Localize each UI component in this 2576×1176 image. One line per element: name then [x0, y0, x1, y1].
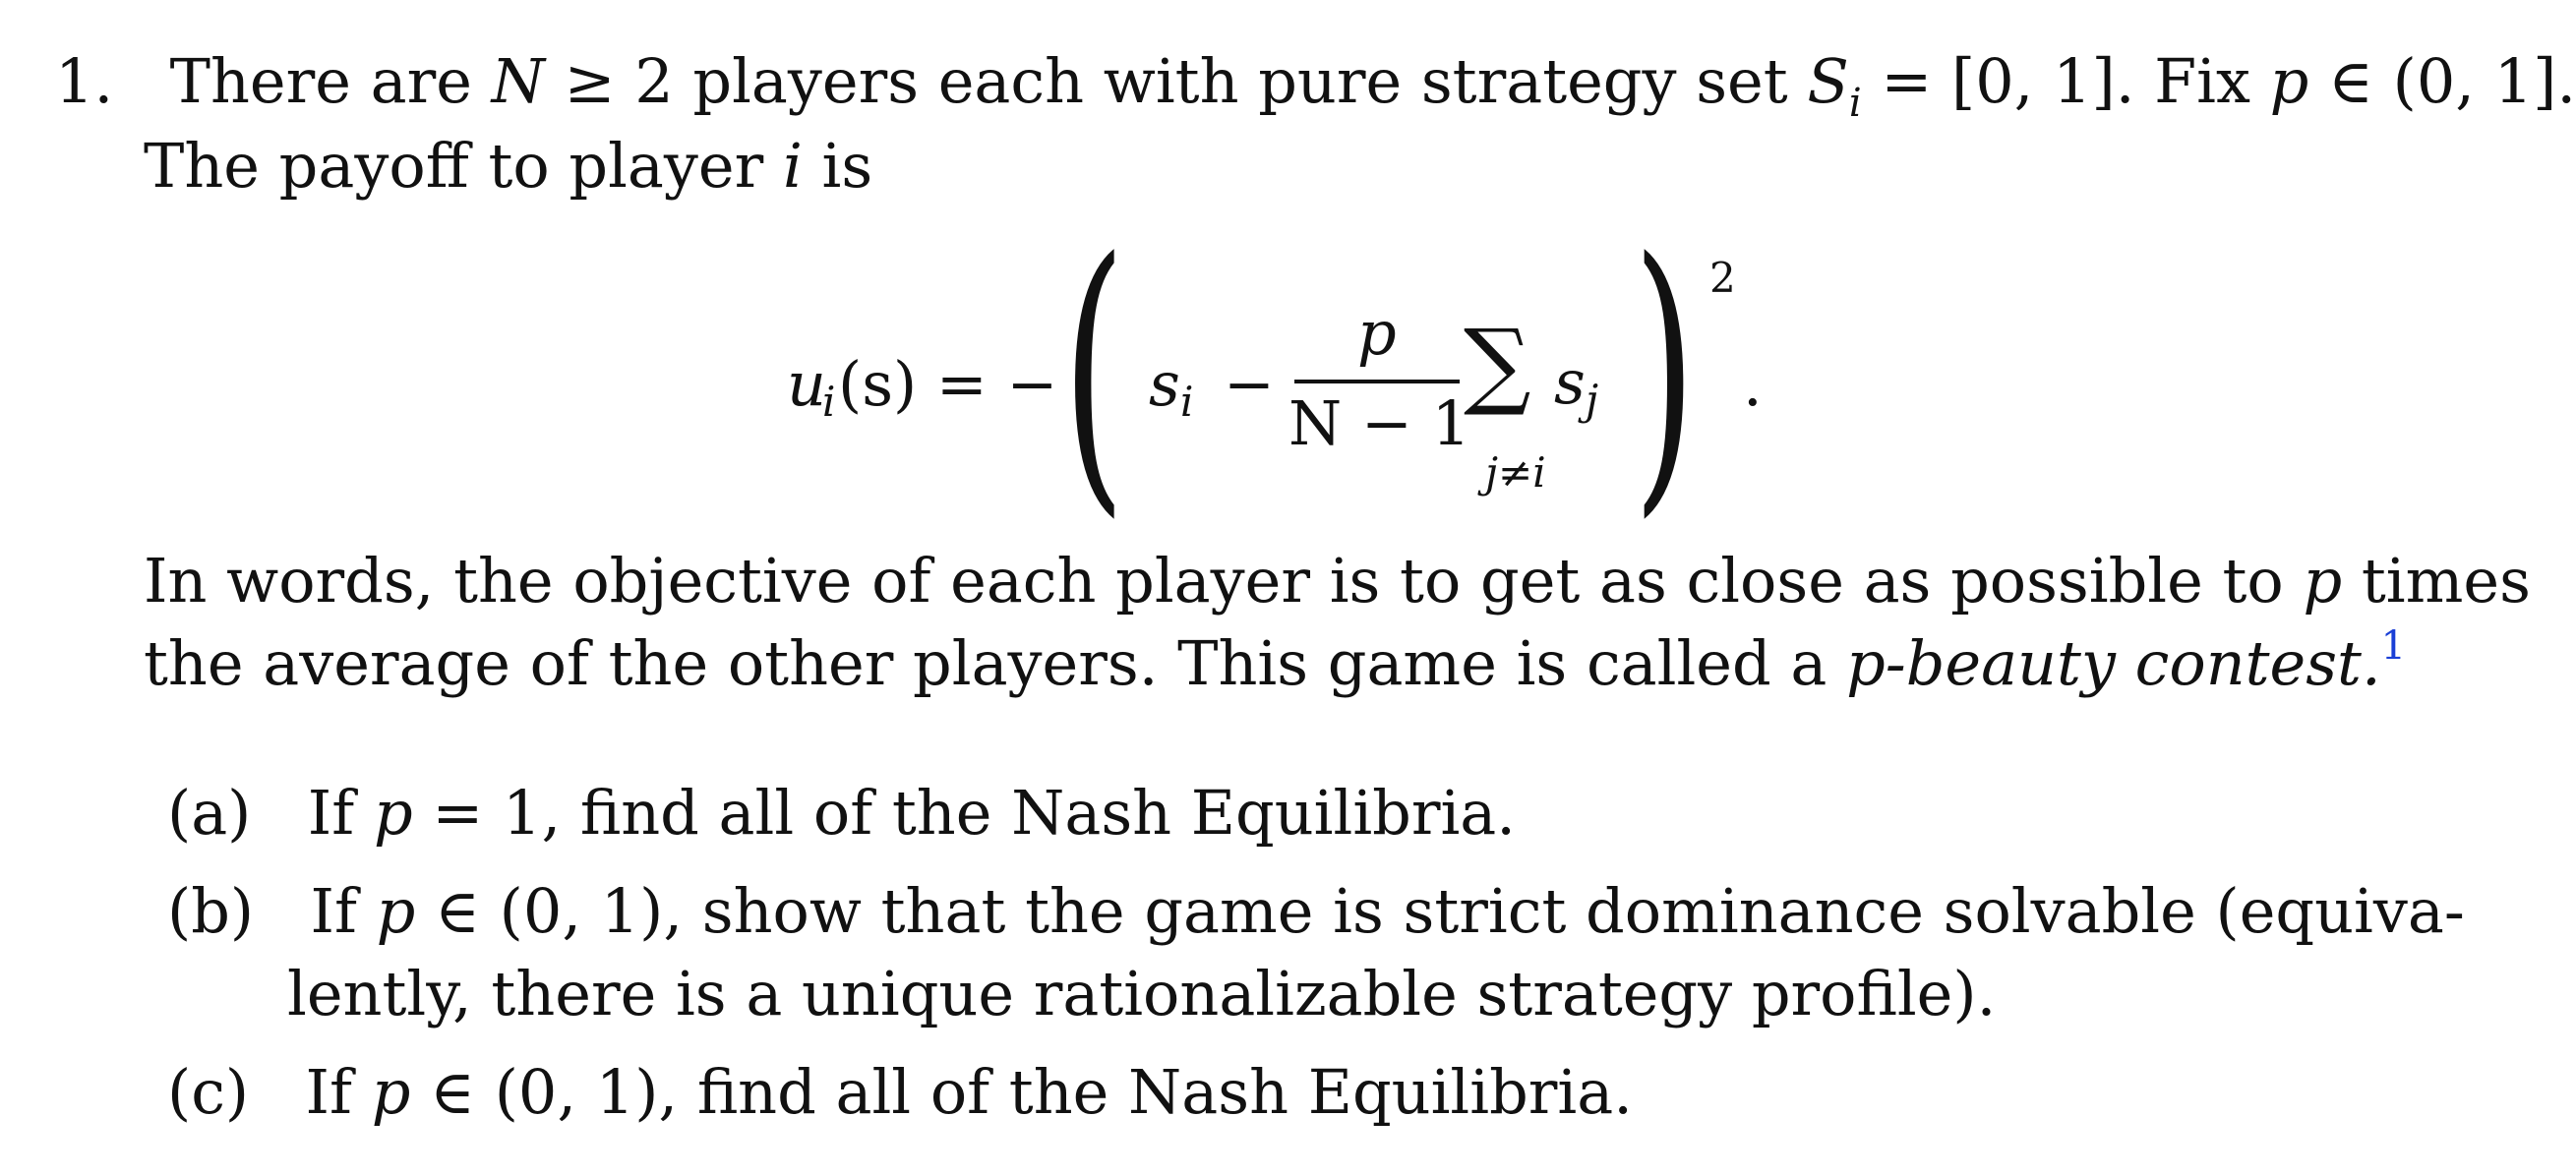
- payoff-equation: u i (s) = − ( s i − p N − 1 ∑ j≠i s j ) …: [767, 224, 1790, 519]
- part-label: (b): [167, 875, 255, 947]
- var-N: N: [491, 45, 545, 117]
- eq-sj: s: [1554, 346, 1586, 418]
- text: If: [305, 1056, 372, 1128]
- eq-minus: −: [1224, 348, 1275, 420]
- left-paren: (: [1062, 200, 1126, 543]
- fraction-bar: [1294, 380, 1460, 383]
- part-b: (b) If p ∈ (0, 1), show that the game is…: [167, 877, 2465, 946]
- right-paren: ): [1633, 200, 1697, 543]
- text: lently, there is a unique rationalizable…: [287, 958, 1997, 1029]
- text: There are: [169, 45, 492, 117]
- text: times: [2342, 545, 2531, 617]
- text: = [0, 1]. Fix: [1861, 45, 2270, 117]
- text: The payoff to player: [144, 130, 783, 202]
- part-label: (c): [167, 1056, 250, 1128]
- eq-lhs-rest: (s) = −: [838, 348, 1058, 420]
- var-p: p: [373, 777, 413, 849]
- part-b-continuation: lently, there is a unique rationalizable…: [287, 960, 1996, 1029]
- text: If: [307, 777, 374, 849]
- var-S: S: [1807, 45, 1849, 117]
- text: ∈ (0, 1), find all of the Nash Equilibri…: [410, 1056, 1633, 1128]
- part-c: (c) If p ∈ (0, 1), find all of the Nash …: [167, 1058, 1633, 1127]
- footnote-link[interactable]: 1: [2380, 623, 2407, 669]
- text: ∈ (0, 1), show that the game is strict d…: [415, 875, 2465, 947]
- var-i: i: [782, 130, 803, 202]
- problem-line-2: The payoff to player i is: [144, 132, 872, 201]
- exponent-2: 2: [1709, 254, 1736, 302]
- problem-page: 1. There are N ≥ 2 players each with pur…: [55, 47, 2576, 1127]
- eq-denominator: N − 1: [1288, 387, 1471, 459]
- text: In words, the objective of each player i…: [144, 545, 2304, 617]
- var-p: p: [371, 1056, 411, 1128]
- part-label: (a): [167, 777, 252, 849]
- var-p: p: [2269, 45, 2309, 117]
- var-p: p: [2303, 545, 2343, 617]
- sigma-subscript: j≠i: [1485, 448, 1546, 497]
- eq-numerator: p: [1357, 297, 1397, 369]
- eq-u-sub: i: [822, 378, 836, 426]
- sigma-symbol: ∑: [1464, 309, 1531, 419]
- text: ≥ 2 players each with pure strategy set: [544, 45, 1808, 117]
- text: If: [310, 875, 377, 947]
- text: ∈ (0, 1].: [2308, 45, 2576, 117]
- var-p: p: [376, 875, 416, 947]
- eq-s: s: [1149, 348, 1180, 420]
- text: = 1, find all of the Nash Equilibria.: [412, 777, 1516, 849]
- game-name: p-beauty contest.: [1846, 627, 2381, 699]
- text: is: [802, 130, 873, 202]
- problem-number: 1.: [55, 45, 114, 117]
- eq-period: .: [1743, 348, 1763, 420]
- eq-sj-sub: j: [1586, 376, 1599, 424]
- problem-line-3: In words, the objective of each player i…: [144, 547, 2531, 616]
- part-a: (a) If p = 1, find all of the Nash Equil…: [167, 779, 1516, 848]
- eq-u: u: [787, 348, 826, 420]
- problem-line-4: the average of the other players. This g…: [144, 623, 2406, 706]
- subscript-i: i: [1848, 81, 1862, 126]
- problem-line-1: 1. There are N ≥ 2 players each with pur…: [55, 45, 2576, 127]
- text: the average of the other players. This g…: [144, 627, 1847, 699]
- eq-s-sub: i: [1180, 378, 1194, 426]
